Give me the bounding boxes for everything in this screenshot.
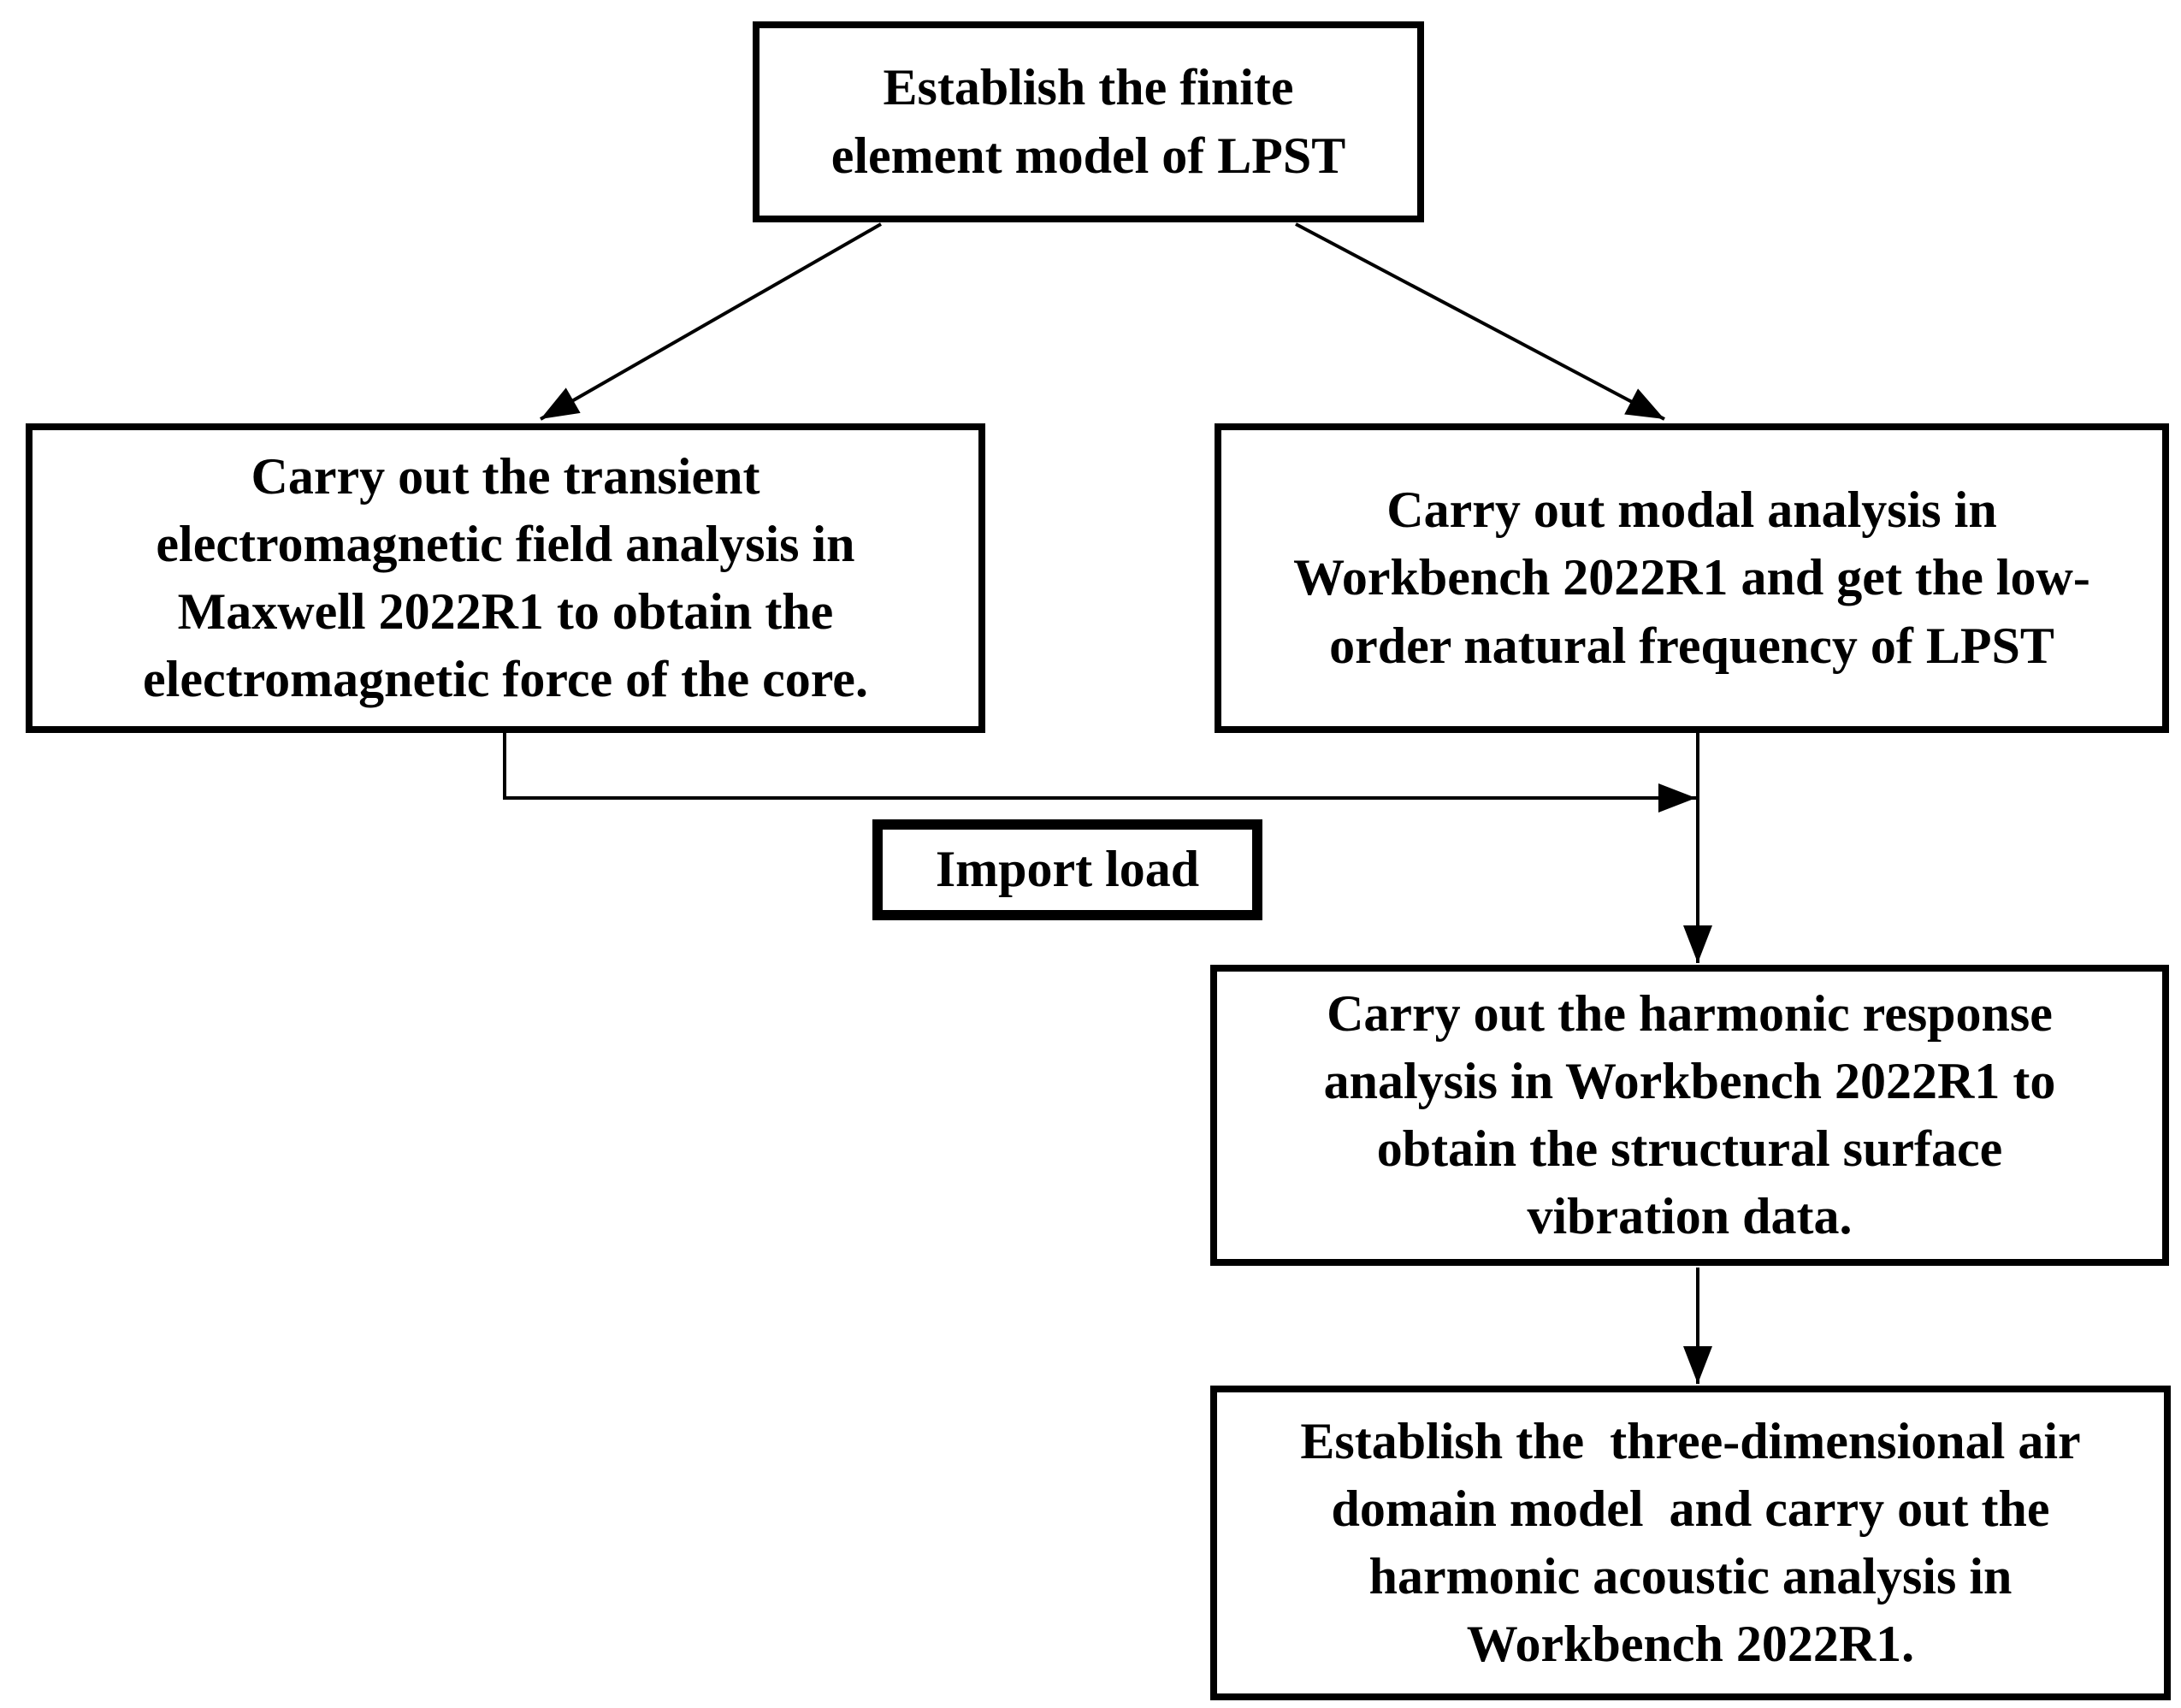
node-transient-em-analysis: Carry out the transient electromagnetic … bbox=[26, 423, 985, 733]
node-harmonic-acoustic: Establish the three-dimensional air doma… bbox=[1210, 1386, 2171, 1700]
connector-fem-to-transient bbox=[540, 222, 882, 421]
node-modal-analysis-label: Carry out modal analysis in Workbench 20… bbox=[1293, 482, 2090, 674]
node-harmonic-response-label: Carry out the harmonic response analysis… bbox=[1323, 984, 2056, 1245]
node-establish-fem-label: Establish the finite element model of LP… bbox=[830, 59, 1346, 184]
node-import-load-label: Import load bbox=[935, 841, 1200, 898]
connector-fem-to-modal bbox=[1295, 222, 1665, 421]
node-establish-fem: Establish the finite element model of LP… bbox=[753, 21, 1424, 222]
node-harmonic-response: Carry out the harmonic response analysis… bbox=[1210, 965, 2169, 1266]
node-modal-analysis: Carry out modal analysis in Workbench 20… bbox=[1215, 423, 2169, 733]
node-import-load: Import load bbox=[872, 819, 1262, 920]
node-transient-em-analysis-label: Carry out the transient electromagnetic … bbox=[143, 447, 868, 708]
node-harmonic-acoustic-label: Establish the three-dimensional air doma… bbox=[1300, 1412, 2081, 1673]
connector-transient-to-junction bbox=[503, 733, 1696, 813]
